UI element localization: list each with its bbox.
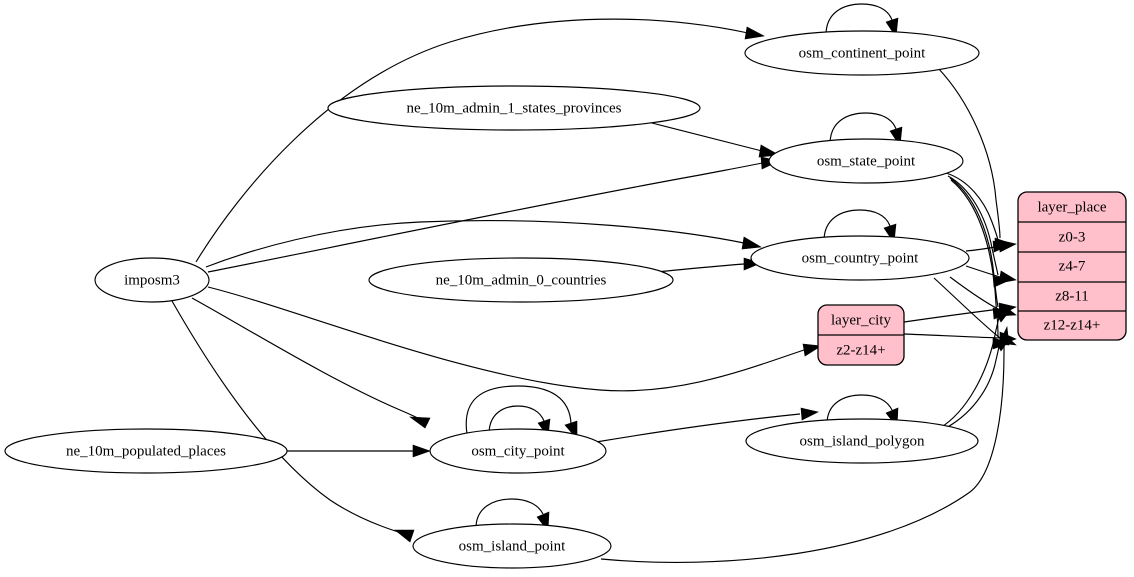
record-node-layer_city[interactable]: layer_city z2-z14+	[817, 304, 905, 366]
edge-osm_country_point-to-layer_place-z4-7	[965, 265, 1017, 284]
edge-imposm3-to-osm_country_point	[205, 219, 762, 268]
record-row-layer_place-z8-11: z8-11	[1055, 288, 1089, 304]
edges-layer	[171, 3, 1017, 563]
edge-ne_countries-to-osm_country_point	[655, 257, 762, 273]
record-node-layer_place[interactable]: layer_place z0-3 z4-7 z8-11 z12-z14+	[1017, 191, 1127, 341]
record-row-layer_place-z12-z14: z12-z14+	[1044, 317, 1101, 333]
edge-osm_island_polygon-to-layer_place-z8-11	[939, 307, 1013, 429]
record-row-layer_place-z4-7: z4-7	[1059, 258, 1086, 274]
node-osm_island_polygon[interactable]: osm_island_polygon	[745, 418, 979, 464]
node-label-ne_populated: ne_10m_populated_places	[66, 443, 226, 459]
nodes-layer: imposm3 ne_10m_admin_1_states_provinces …	[4, 30, 980, 569]
node-label-ne_states: ne_10m_admin_1_states_provinces	[407, 100, 622, 116]
node-imposm3[interactable]: imposm3	[94, 257, 210, 303]
node-ne_10m_admin_0_countries[interactable]: ne_10m_admin_0_countries	[368, 257, 674, 303]
node-osm_state_point[interactable]: osm_state_point	[768, 138, 964, 184]
edge-osm_city_point-to-osm_island_polygon	[595, 407, 819, 443]
record-row-layer_city-title: layer_city	[831, 312, 891, 328]
edge-osm_country_point-to-layer_place-z0-3	[965, 239, 1017, 253]
node-ne_10m_populated_places[interactable]: ne_10m_populated_places	[4, 428, 288, 474]
edge-imposm3-to-osm_continent_point	[195, 18, 765, 263]
node-label-imposm3: imposm3	[124, 272, 180, 288]
records-layer: layer_place z0-3 z4-7 z8-11 z12-z14+ lay…	[817, 191, 1127, 366]
edge-ne_populated-to-osm_city_point	[287, 444, 431, 458]
record-row-layer_city-z2-z14: z2-z14+	[836, 342, 885, 358]
edge-imposm3-to-osm_island_point	[171, 300, 415, 543]
record-row-layer_place-z0-3: z0-3	[1059, 229, 1086, 245]
node-label-osm_city_point: osm_city_point	[471, 443, 565, 459]
edge-osm_island_polygon-to-layer_place-z12-z14	[941, 336, 1012, 431]
edge-imposm3-to-osm_city_point	[191, 297, 431, 429]
edge-imposm3-to-layer_city	[207, 286, 822, 392]
node-label-osm_country_point: osm_country_point	[802, 250, 919, 266]
node-label-osm_island_point: osm_island_point	[459, 538, 567, 554]
node-osm_country_point[interactable]: osm_country_point	[750, 235, 970, 281]
node-label-osm_state_point: osm_state_point	[817, 153, 916, 169]
node-label-osm_island_polygon: osm_island_polygon	[799, 433, 925, 449]
edge-osm_island_point-to-layer_place-z12-z14	[600, 325, 1010, 563]
node-ne_10m_admin_1_states_provinces[interactable]: ne_10m_admin_1_states_provinces	[327, 85, 701, 131]
node-osm_city_point[interactable]: osm_city_point	[429, 428, 607, 474]
edge-ne_states-to-osm_state_point	[647, 121, 780, 158]
node-osm_island_point[interactable]: osm_island_point	[412, 523, 612, 569]
node-osm_continent_point[interactable]: osm_continent_point	[744, 30, 980, 76]
edge-imposm3-to-osm_state_point	[207, 156, 780, 273]
node-label-ne_countries: ne_10m_admin_0_countries	[436, 272, 607, 288]
node-label-osm_continent_point: osm_continent_point	[799, 45, 926, 61]
record-row-layer_place-title: layer_place	[1037, 199, 1106, 215]
